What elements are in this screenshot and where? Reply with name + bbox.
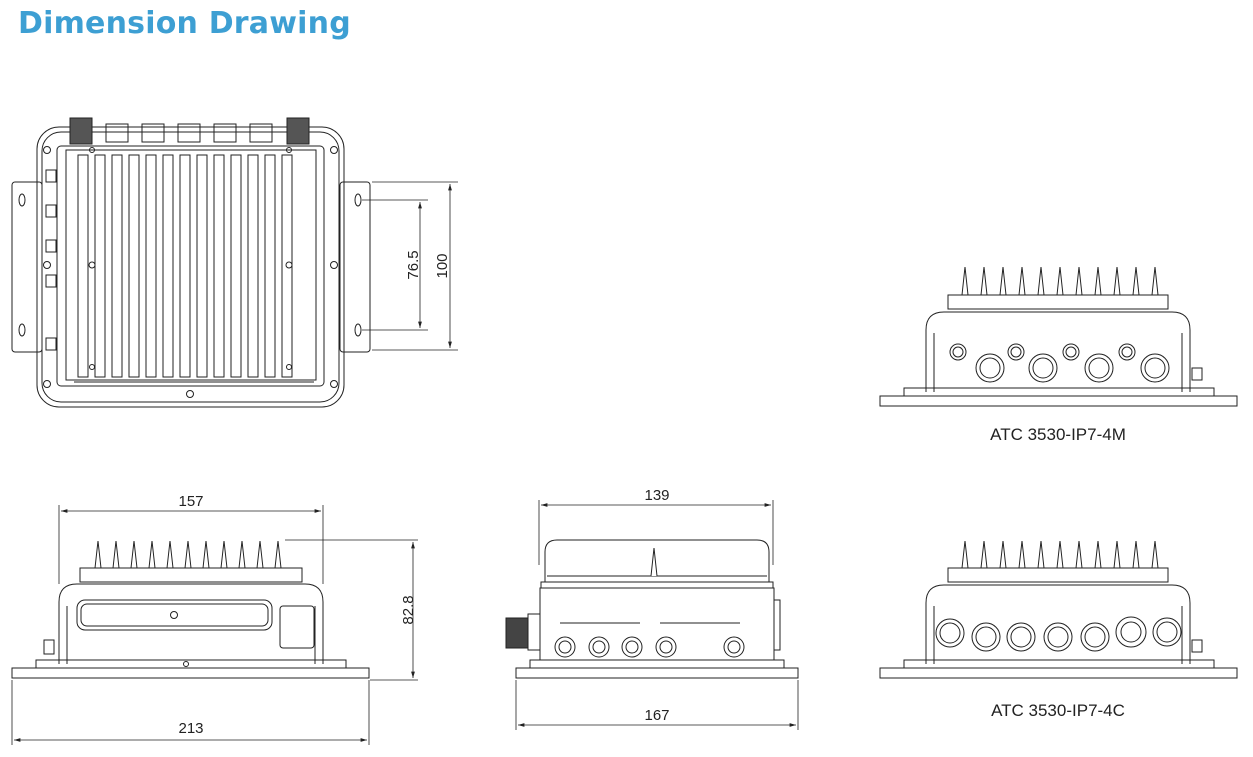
height-label: 82.8 [400, 595, 417, 624]
model-4m-caption: ATC 3530-IP7-4M [990, 425, 1126, 444]
side-view-dimensions [11, 505, 418, 745]
end-view-dimensions [515, 500, 799, 730]
plate-height-label: 100 [434, 253, 451, 278]
top-view [11, 117, 371, 408]
depth-label: 139 [644, 487, 669, 504]
plate-depth-label: 167 [644, 707, 669, 724]
page-title: Dimension Drawing [18, 6, 351, 41]
hole-spacing-label: 76.5 [405, 250, 422, 279]
plate-width-label: 213 [178, 720, 203, 737]
model-4c-caption: ATC 3530-IP7-4C [991, 701, 1125, 720]
side-view [11, 540, 370, 679]
end-view [505, 539, 799, 679]
front-view-4m [879, 266, 1238, 407]
body-width-label: 157 [178, 493, 203, 510]
front-view-4c [879, 540, 1238, 679]
top-view-dimensions [362, 181, 458, 351]
